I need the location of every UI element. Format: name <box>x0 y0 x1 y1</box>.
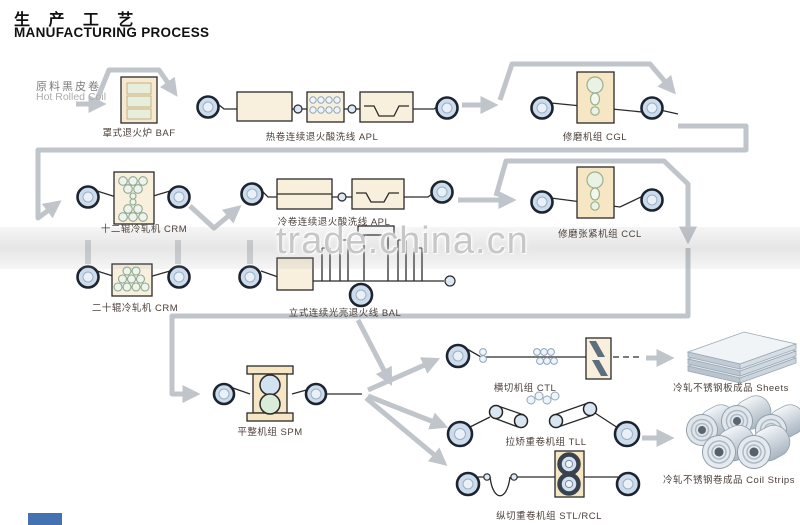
pickling-tank-icon <box>356 192 399 203</box>
stl-slitting-unit-icon <box>554 450 585 498</box>
coil-icons <box>76 95 664 497</box>
fan-to-tll-arrow <box>367 393 449 430</box>
label-baf: 罩式退火炉 BAF <box>102 128 176 139</box>
baf-furnace-icon <box>120 76 158 124</box>
label-spm: 平整机组 SPM <box>237 427 303 438</box>
page-title-zh: 生 产 工 艺 <box>14 12 141 29</box>
label-stl-rcl: 纵切重卷机组 STL/RCL <box>496 511 602 522</box>
label-ctl: 横切机组 CTL <box>493 383 557 394</box>
input-material-label-en: Hot Rolled Coil <box>36 91 107 103</box>
apl-hot-line-icon <box>236 91 414 123</box>
cgl-bypass-arrow <box>497 61 676 101</box>
baf-bypass-arrow <box>93 67 178 103</box>
label-coil-strips: 冷轧不锈钢卷成品 Coil Strips <box>663 475 795 486</box>
return-band-row1-to-row2 <box>35 123 749 221</box>
crm20-rolling-mill-icon <box>111 263 153 297</box>
ccl-bypass-arrow <box>493 158 697 245</box>
ctl-shear-icon <box>585 337 612 380</box>
down-to-finishing-arrow <box>355 318 393 386</box>
input-material-label-zh: 原料黑皮卷 <box>36 81 101 93</box>
label-crm12: 十二辊冷轧机 CRM <box>100 224 188 235</box>
sheets-product-icon <box>686 331 798 384</box>
label-ccl: 修磨张紧机组 CCL <box>558 229 642 240</box>
return-band-to-spm <box>169 248 691 403</box>
apl-cold-line-icon <box>276 178 405 210</box>
label-apl-cold: 冷卷连续退火酸洗线 APL <box>277 217 391 228</box>
coil-strips-product-icon <box>686 395 800 469</box>
label-cgl: 修磨机组 CGL <box>562 132 628 143</box>
station-boxes <box>111 71 615 498</box>
bal-entry-box <box>276 257 314 291</box>
crm12-rolling-mill-icon <box>113 171 155 225</box>
label-apl-hot: 热卷连续退火酸洗线 APL <box>265 132 379 143</box>
crm-to-apl-connector <box>188 204 242 231</box>
row2-row3-connectors <box>85 240 253 264</box>
bright-annealing-tower-icon <box>321 225 423 281</box>
label-crm20: 二十辊冷轧机 CRM <box>91 303 179 314</box>
pickling-tank-icon <box>364 105 409 117</box>
watermark-text: trade.china.cn <box>276 220 529 262</box>
ccl-unit-icon <box>576 166 615 219</box>
process-rolls <box>293 104 518 481</box>
strip-threads <box>96 95 679 497</box>
fan-to-ctl-arrow <box>366 357 441 393</box>
flow-routes <box>35 61 749 466</box>
cgl-grinding-unit-icon <box>576 71 615 124</box>
fan-to-stl-arrow <box>364 396 448 466</box>
page-title-en: MANUFACTURING PROCESS <box>14 25 210 40</box>
watermark-band <box>0 227 800 269</box>
label-tll: 拉矫重卷机组 TLL <box>505 437 587 448</box>
leveler-rolls <box>479 348 560 405</box>
label-bal: 立式连续光亮退火线 BAL <box>288 308 402 319</box>
label-sheets: 冷轧不锈钢板成品 Sheets <box>673 383 789 394</box>
cropped-blue-element <box>28 513 62 525</box>
spm-skin-pass-mill-icon <box>246 365 294 422</box>
tll-bridle-rolls <box>488 401 598 429</box>
